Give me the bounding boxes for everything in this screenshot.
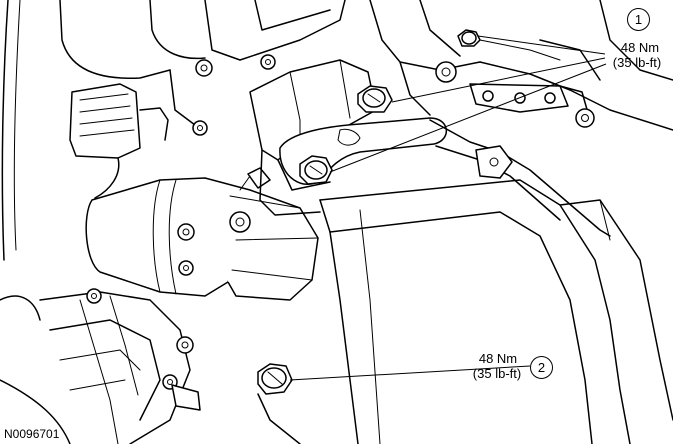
mount-bolt-rear (457, 29, 481, 47)
figure-id: N0096701 (4, 427, 60, 441)
transmission-upper-right (369, 0, 673, 131)
mount-bolt-lower (299, 155, 333, 185)
starter-motor (85, 167, 319, 301)
callout-1-torque-lbft: (35 lb-ft) (612, 55, 662, 70)
electrical-connector (69, 83, 169, 199)
callout-2-torque-lbft: (35 lb-ft) (472, 366, 522, 381)
mount-bolt-upper (357, 85, 393, 113)
callout-2-leader (289, 365, 531, 381)
callout-1-torque-nm: 48 Nm (620, 40, 660, 55)
upper-left-structure (59, 0, 346, 136)
callout-2-number: 2 (530, 356, 553, 379)
callout-1-number: 1 (627, 8, 650, 31)
mount-bracket (249, 59, 377, 216)
lower-left-bracket (0, 288, 201, 444)
transmission-case (319, 179, 673, 444)
crossmember (429, 119, 611, 237)
left-engine-edge (0, 0, 41, 321)
callout-1-leaders (329, 35, 607, 173)
callout-2-torque-nm: 48 Nm (478, 351, 518, 366)
lower-mount-bolt (257, 363, 301, 444)
